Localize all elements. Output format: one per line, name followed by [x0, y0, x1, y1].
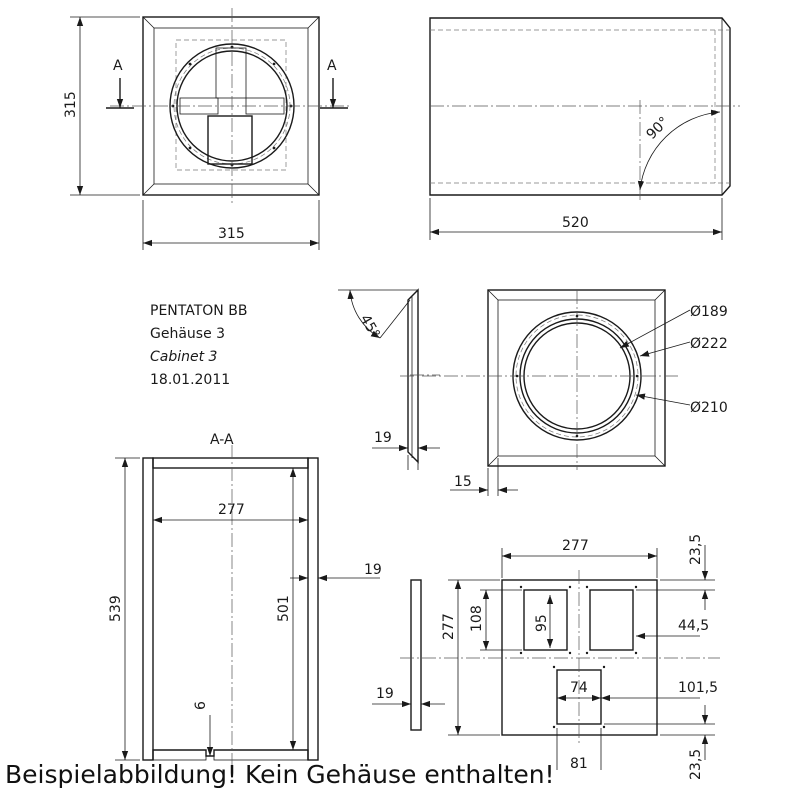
dim-section-vent: 6	[193, 701, 209, 710]
dim-side-length: 520	[562, 215, 589, 231]
dim-front-width: 315	[218, 226, 245, 242]
dim-bevel-15: 15	[454, 474, 472, 490]
baffle-profile: 45° 19	[338, 288, 440, 470]
dim-cut-108: 108	[469, 605, 485, 632]
dim-back-height: 277	[441, 613, 457, 640]
caption-disclaimer: Beispielabbildung! Kein Gehäuse enthalte…	[5, 760, 555, 789]
baffle-front: Ø189 Ø222 Ø210 15	[400, 289, 728, 496]
back-panel: 277 277 108 95 23,5 44,5 74 101,5 23,5	[400, 534, 720, 780]
front-view: A A 315 315	[63, 8, 352, 250]
dim-section-wall: 19	[364, 562, 382, 578]
section-view: A-A 539 277 501 19 6	[108, 432, 382, 770]
dim-back-thickness: 19	[376, 686, 394, 702]
section-title: A-A	[210, 432, 234, 448]
title-block: PENTATON BB Gehäuse 3 Cabinet 3 18.01.20…	[150, 303, 247, 388]
dim-section-inner-width: 277	[218, 502, 245, 518]
section-mark-right: A	[327, 58, 337, 74]
dim-cut-81: 81	[570, 756, 588, 772]
dim-section-height: 539	[108, 595, 124, 622]
dim-back-bottom-margin: 23,5	[688, 749, 704, 780]
dim-baffle-thickness: 19	[374, 430, 392, 446]
dim-dia-189: Ø189	[690, 304, 728, 320]
dim-back-width: 277	[562, 538, 589, 554]
dim-cut-101-5: 101,5	[678, 680, 718, 696]
side-view: 90° 520	[429, 17, 740, 240]
title-line-de: Gehäuse 3	[150, 326, 225, 342]
dim-front-height: 315	[63, 91, 79, 118]
dim-dia-210: Ø210	[690, 400, 728, 416]
dim-cut-95: 95	[534, 614, 550, 632]
title-line-en: Cabinet 3	[150, 349, 217, 365]
dim-section-inner-height: 501	[276, 595, 292, 622]
dim-back-top-margin: 23,5	[688, 534, 704, 565]
title-name: PENTATON BB	[150, 303, 247, 319]
dim-cut-74: 74	[570, 680, 588, 696]
dim-angle-side: 90°	[644, 114, 673, 143]
section-mark-left: A	[113, 58, 123, 74]
back-panel-profile: 19	[372, 579, 445, 731]
title-date: 18.01.2011	[150, 372, 230, 388]
dim-dia-222: Ø222	[690, 336, 728, 352]
dim-cut-44-5: 44,5	[678, 618, 709, 634]
